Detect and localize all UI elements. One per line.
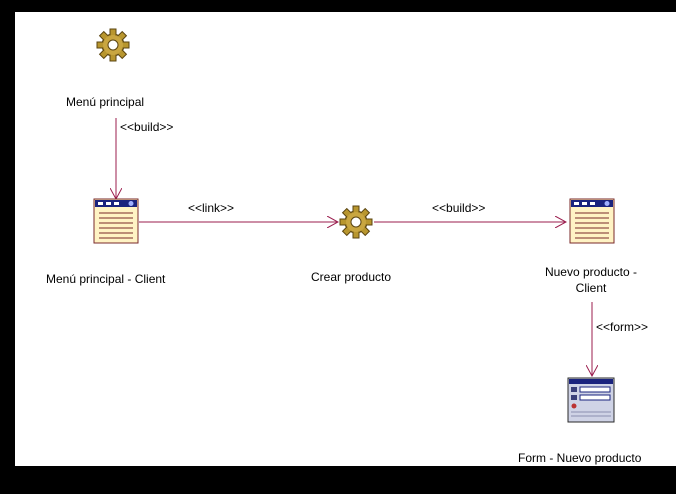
node-label-form-nuevo-producto: Form - Nuevo producto — [518, 451, 642, 465]
node-label-line: Client — [575, 281, 607, 295]
node-label-nuevo-producto-client: Nuevo producto - Client — [545, 264, 637, 296]
edge-label-build: <<build>> — [432, 201, 486, 215]
node-label-line: Nuevo producto - — [544, 265, 638, 279]
edge-label-form: <<form>> — [596, 320, 649, 334]
node-label-crear-producto: Crear producto — [311, 270, 392, 284]
edge-label-build: <<build>> — [120, 120, 174, 134]
server-page-gear-icon[interactable] — [96, 28, 130, 62]
form-icon[interactable] — [567, 377, 615, 423]
server-page-gear-icon[interactable] — [339, 205, 373, 239]
edge-label-link: <<link>> — [188, 201, 235, 215]
node-label-menu-principal: Menú principal — [66, 95, 145, 109]
node-label-menu-principal-client: Menú principal - Client — [46, 272, 166, 286]
client-page-icon[interactable] — [569, 198, 615, 244]
client-page-icon[interactable] — [93, 198, 139, 244]
